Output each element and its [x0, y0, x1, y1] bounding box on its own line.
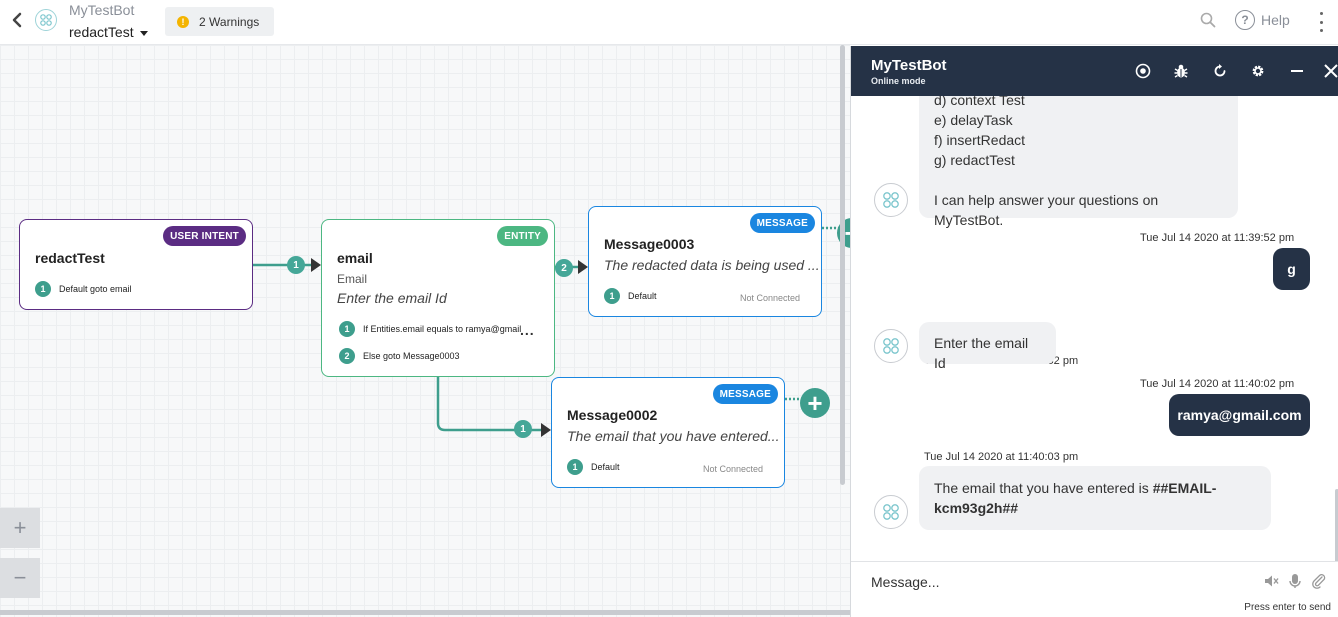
canvas-horizontal-scrollbar[interactable]: [0, 610, 850, 615]
transition-number: 1: [604, 288, 620, 304]
node-type-badge: USER INTENT: [163, 226, 246, 246]
transition-number: 1: [339, 321, 355, 337]
message-timestamp: Tue Jul 14 2020 at 11:40:03 pm: [924, 451, 1079, 463]
refresh-icon[interactable]: [1209, 60, 1231, 82]
chat-messages[interactable]: d) context Test e) delayTask f) insertRe…: [851, 96, 1338, 561]
transition-label: Default goto email: [59, 284, 132, 294]
top-bar: MyTestBot redactTest ! 2 Warnings ? Help: [0, 0, 1338, 45]
chat-composer: Press enter to send: [851, 561, 1338, 617]
canvas-vertical-scrollbar[interactable]: [840, 45, 845, 485]
chat-mode: Online mode: [871, 76, 926, 86]
close-icon[interactable]: [1320, 60, 1338, 82]
more-transitions[interactable]: ...: [520, 322, 535, 338]
node-title: Message0002: [567, 407, 658, 423]
transition-label: If Entities.email equals to ramya@gmail: [363, 324, 522, 334]
node-prompt: The redacted data is being used ...: [604, 257, 820, 273]
node-prompt: The email that you have entered...: [567, 428, 780, 444]
bot-name: MyTestBot: [69, 2, 135, 18]
warning-icon: !: [177, 15, 189, 28]
help-icon: ?: [1235, 10, 1255, 30]
edge-label: 1: [287, 256, 305, 274]
bot-message: The email that you have entered is ##EMA…: [919, 466, 1271, 530]
node-transition: 1 Default goto email: [35, 281, 132, 297]
speaker-mute-icon[interactable]: [1262, 572, 1280, 590]
node-title: redactTest: [35, 250, 105, 266]
bot-message: d) context Test e) delayTask f) insertRe…: [919, 96, 1238, 228]
send-hint: Press enter to send: [1244, 602, 1331, 613]
node-message0003[interactable]: MESSAGE Message0003 The redacted data is…: [588, 206, 822, 317]
node-user-intent[interactable]: USER INTENT redactTest 1 Default goto em…: [19, 219, 253, 310]
warnings-button[interactable]: ! 2 Warnings: [165, 7, 274, 36]
record-icon[interactable]: [1132, 60, 1154, 82]
connection-status: Not Connected: [740, 293, 801, 303]
user-message: ramya@gmail.com: [1169, 394, 1310, 436]
message-timestamp: Tue Jul 14 2020 at 11:40:02 pm: [1140, 378, 1295, 390]
transition-label: Default: [591, 462, 620, 472]
message-text: The email that you have entered is: [934, 480, 1153, 496]
debug-bug-icon[interactable]: [1170, 60, 1192, 82]
chat-scrollbar[interactable]: [1335, 489, 1338, 561]
node-type-badge: MESSAGE: [749, 213, 815, 233]
back-arrow-icon[interactable]: [8, 10, 26, 30]
node-transition: 1 Default: [567, 459, 620, 475]
chat-title: MyTestBot: [871, 57, 947, 74]
message-line: I can help answer your questions on MyTe…: [934, 192, 1159, 228]
dialog-selector[interactable]: redactTest: [69, 24, 148, 40]
search-icon[interactable]: [1200, 12, 1218, 30]
redacted-token: ##EMAIL-kcm93g2h##: [934, 480, 1217, 516]
transition-number: 1: [567, 459, 583, 475]
zoom-in-button[interactable]: +: [0, 508, 40, 548]
dialog-name: redactTest: [69, 24, 134, 40]
chat-header: MyTestBot Online mode: [851, 46, 1338, 96]
transition-label: Else goto Message0003: [363, 351, 460, 361]
add-node-button[interactable]: +: [800, 388, 830, 418]
transition-number: 2: [339, 348, 355, 364]
attachment-icon[interactable]: [1310, 572, 1328, 590]
node-subtitle: Email: [337, 272, 368, 286]
warnings-label: 2 Warnings: [199, 14, 260, 29]
node-transition: 2 Else goto Message0003: [339, 348, 460, 364]
dialog-canvas[interactable]: 1 2 1 USER INTENT redactTest 1 Default g…: [0, 45, 850, 617]
node-type-badge: ENTITY: [497, 226, 548, 246]
node-transition: 1 Default: [604, 288, 657, 304]
message-input[interactable]: [871, 570, 1251, 594]
message-timestamp: Tue Jul 14 2020 at 11:39:52 pm: [1140, 232, 1295, 244]
bot-message: Enter the email Id: [919, 322, 1056, 371]
bot-avatar-icon: [874, 495, 908, 529]
message-line: d) context Test: [934, 96, 1025, 108]
edge-label: 2: [555, 259, 573, 277]
more-options-icon[interactable]: [1316, 12, 1326, 32]
settings-gear-icon[interactable]: [1247, 60, 1269, 82]
edge-label: 1: [514, 420, 532, 438]
node-type-badge: MESSAGE: [712, 384, 778, 404]
message-line: f) insertRedact: [934, 132, 1026, 148]
microphone-icon[interactable]: [1286, 572, 1304, 590]
transition-number: 1: [35, 281, 51, 297]
transition-label: Default: [628, 291, 657, 301]
node-title: Message0003: [604, 236, 695, 252]
user-message: g: [1273, 248, 1310, 290]
bot-avatar-icon: [874, 183, 908, 217]
zoom-out-button[interactable]: −: [0, 558, 40, 598]
help-button[interactable]: ? Help: [1235, 10, 1290, 30]
node-transition: 1 If Entities.email equals to ramya@gmai…: [339, 321, 521, 337]
node-message0002[interactable]: MESSAGE Message0002 The email that you h…: [551, 377, 785, 488]
message-line: g) redactTest: [934, 152, 1015, 168]
caret-down-icon: [139, 30, 148, 36]
node-title: email: [337, 250, 373, 266]
minimize-icon[interactable]: [1286, 60, 1308, 82]
node-prompt: Enter the email Id: [337, 290, 447, 306]
help-label: Help: [1261, 12, 1290, 28]
bot-logo-icon: [35, 9, 57, 31]
bot-avatar-icon: [874, 329, 908, 363]
node-entity[interactable]: ENTITY email Email Enter the email Id 1 …: [321, 219, 555, 377]
chat-panel: MyTestBot Online mode d) context Test e)…: [850, 46, 1338, 617]
connection-status: Not Connected: [703, 464, 764, 474]
message-line: e) delayTask: [934, 112, 1013, 128]
